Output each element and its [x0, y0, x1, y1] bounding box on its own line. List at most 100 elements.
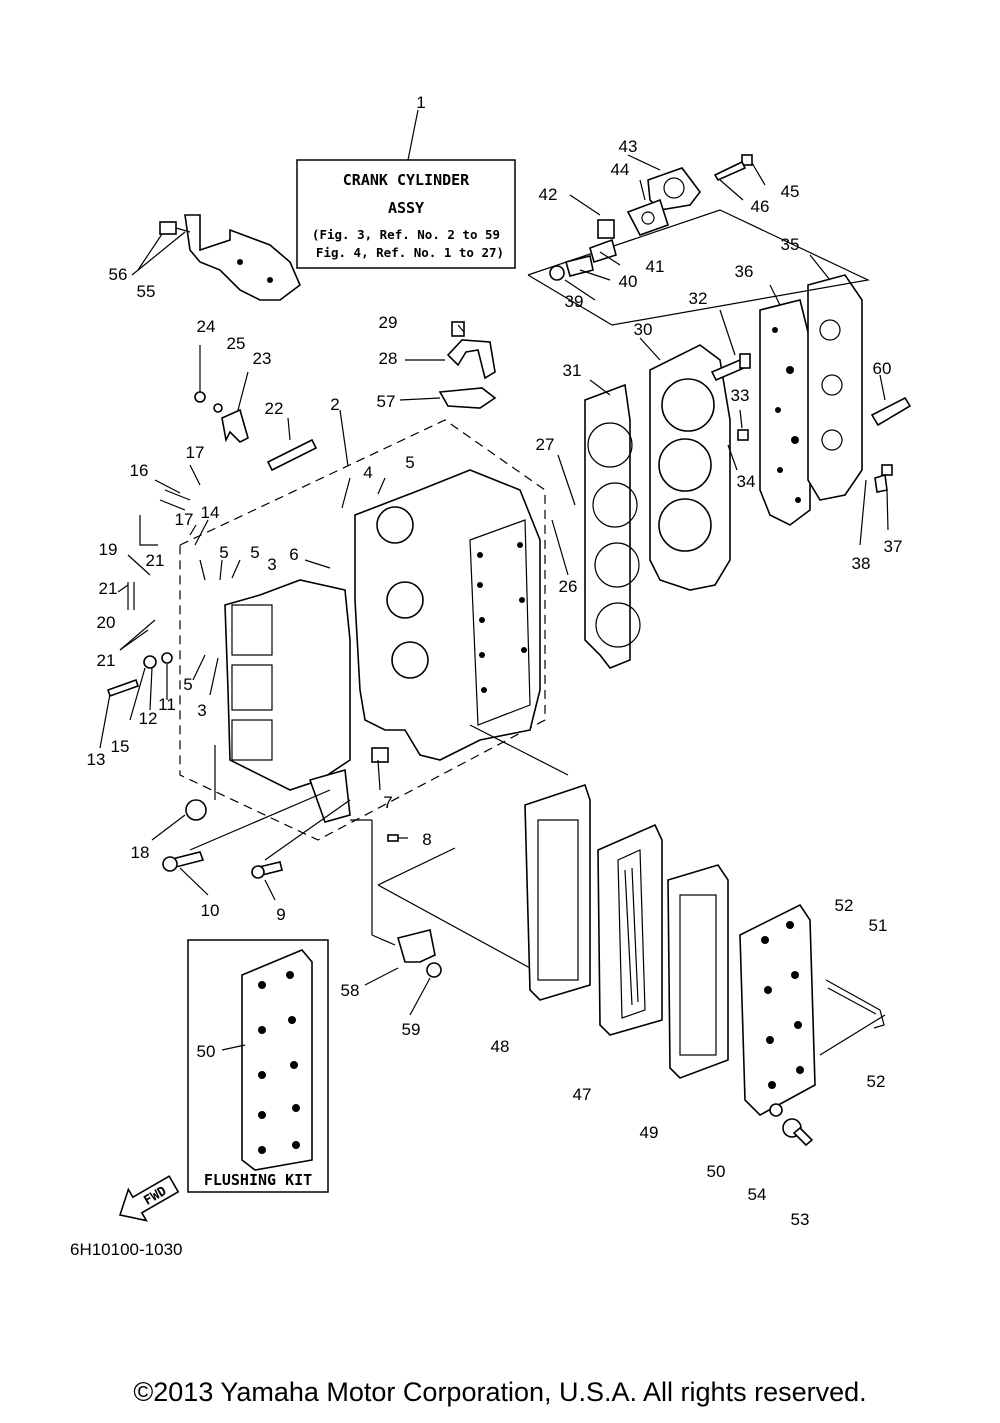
callout-label: 20	[97, 613, 116, 632]
assembly-title-line3: (Fig. 3, Ref. No. 2 to 59	[312, 227, 500, 242]
callout-label: 23	[253, 349, 272, 368]
bolt-part-32	[710, 353, 751, 382]
crankcase-part	[224, 579, 351, 823]
callout-label: 24	[197, 317, 216, 336]
callout-label: 18	[131, 843, 150, 862]
callout-label: 16	[130, 461, 149, 480]
bolt-part-45	[713, 154, 753, 182]
callout-label: 8	[422, 830, 431, 849]
callout-label: 36	[735, 262, 754, 281]
callout-label: 21	[99, 579, 118, 598]
callout-label: 50	[707, 1162, 726, 1181]
stud-part-22	[266, 438, 318, 472]
callout-label: 27	[536, 435, 555, 454]
callout-label: 50	[197, 1042, 216, 1061]
diagram-code: 6H10100-1030	[70, 1240, 182, 1259]
exhaust-cover-part-50	[739, 903, 816, 1116]
bolt-part-59	[426, 962, 442, 978]
washer-part-54	[769, 1103, 783, 1117]
callout-label: 12	[139, 709, 158, 728]
grommet-part-18	[185, 799, 207, 821]
plug-part-7	[371, 747, 389, 763]
callout-label: 46	[751, 197, 770, 216]
callout-label: 53	[791, 1210, 810, 1229]
assembly-title-box: CRANK CYLINDER ASSY (Fig. 3, Ref. No. 2 …	[296, 109, 516, 269]
callout-label: 15	[111, 737, 130, 756]
callout-label: 59	[402, 1020, 421, 1039]
callout-label: 5	[405, 453, 414, 472]
callout-label: 52	[835, 896, 854, 915]
thermostat-assy-part	[527, 167, 870, 326]
callout-label: 41	[646, 257, 665, 276]
callout-label: 45	[781, 182, 800, 201]
callout-label: 13	[87, 750, 106, 769]
callout-label: 33	[731, 386, 750, 405]
callout-label: 37	[884, 537, 903, 556]
head-cover-gasket-part	[759, 299, 811, 526]
washer-part-11	[161, 652, 173, 664]
callout-label: 34	[737, 472, 756, 491]
callout-label: 28	[379, 349, 398, 368]
callout-label: 42	[539, 185, 558, 204]
cylinder-head-part	[649, 344, 731, 591]
callout-label: 5	[219, 543, 228, 562]
callout-label: 48	[491, 1037, 510, 1056]
callout-label: 29	[379, 313, 398, 332]
bracket-part-23	[221, 408, 249, 443]
gasket-part-49	[667, 864, 729, 1079]
callout-label: 40	[619, 272, 638, 291]
callout-label: 32	[689, 289, 708, 308]
forward-arrow-icon: FWD	[118, 1175, 180, 1222]
callout-label: 4	[363, 463, 372, 482]
top-bracket-part	[184, 214, 301, 301]
callout-label: 55	[137, 282, 156, 301]
bolt-part-33	[737, 429, 749, 441]
callout-label: 21	[146, 551, 165, 570]
callout-label: 39	[565, 292, 584, 311]
callout-label: 14	[201, 503, 220, 522]
gasket-part-48	[524, 783, 591, 1001]
callout-label: 38	[852, 554, 871, 573]
bolt-part-9	[251, 861, 283, 879]
exhaust-cover-inner-part-47	[597, 823, 663, 1036]
crankcase-group-outline	[179, 419, 546, 841]
callout-label: 25	[227, 334, 246, 353]
callout-label: 30	[634, 320, 653, 339]
hose-part-51	[825, 979, 885, 1029]
bolt-part-10	[162, 851, 205, 872]
callout-label: 52	[867, 1072, 886, 1091]
callout-label: 47	[573, 1085, 592, 1104]
callout-label: 31	[563, 361, 582, 380]
leader-lines	[99, 154, 889, 1056]
callout-label: 44	[611, 160, 630, 179]
assembly-title-line4: Fig. 4, Ref. No. 1 to 27)	[316, 245, 504, 260]
bolt-part-13	[106, 678, 140, 698]
head-cover-part	[807, 274, 863, 501]
bracket-part-58	[396, 929, 436, 963]
callout-label: 19	[99, 540, 118, 559]
flushing-kit-box: FLUSHING KIT	[187, 939, 329, 1193]
callout-label: 1	[416, 93, 425, 112]
callout-label: 5	[250, 543, 259, 562]
spark-plug-part	[870, 396, 912, 427]
callout-label: 26	[559, 577, 578, 596]
bolt-part-56	[159, 221, 191, 235]
bolt-part-53	[782, 1118, 814, 1147]
callout-label: 9	[276, 905, 285, 924]
copyright-notice: ©2013 Yamaha Motor Corporation, U.S.A. A…	[133, 1377, 867, 1407]
clamp-part-28	[446, 321, 496, 380]
assembly-title-line2: ASSY	[388, 199, 424, 217]
callout-label: 51	[869, 916, 888, 935]
callout-label: 7	[383, 793, 392, 812]
callout-label: 49	[640, 1123, 659, 1142]
callout-label: 58	[341, 981, 360, 1000]
assembly-title-line1: CRANK CYLINDER	[343, 171, 470, 189]
callout-label: 3	[267, 555, 276, 574]
callout-label: 10	[201, 901, 220, 920]
callout-label: 17	[175, 510, 194, 529]
callout-label: 2	[330, 395, 339, 414]
callout-label: 35	[781, 235, 800, 254]
pin-part-8	[387, 834, 399, 842]
callout-label: 3	[197, 701, 206, 720]
